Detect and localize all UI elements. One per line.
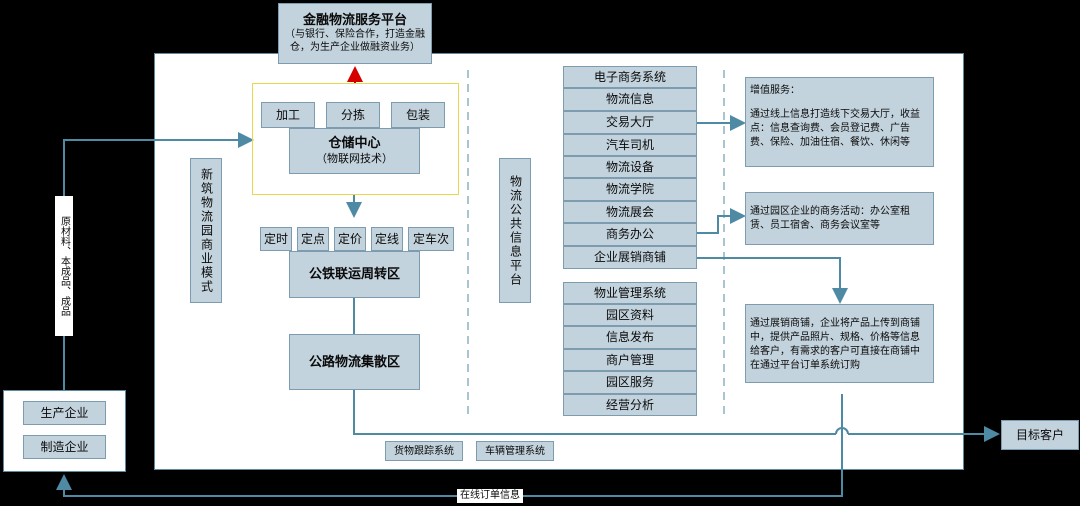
warehouse-op-sorting: 分拣 — [326, 102, 380, 128]
rail-tab-label: 定时 — [263, 231, 288, 246]
ecommerce-item-label: 物流展会 — [605, 204, 654, 219]
enterprise-label: 制造企业 — [40, 439, 89, 454]
rail-tab-label: 定线 — [374, 231, 399, 246]
order-info-label: 在线订单信息 — [457, 489, 523, 503]
ecommerce-item: 交易大厅 — [563, 111, 697, 134]
rail-tab-label: 定价 — [337, 231, 362, 246]
enterprise-label: 生产企业 — [40, 405, 89, 420]
ecommerce-item-label: 物流信息 — [605, 92, 654, 106]
tracking-label: 车辆管理系统 — [485, 445, 545, 457]
ecommerce-item: 物流信息 — [563, 88, 697, 111]
ecommerce-item: 汽车司机 — [563, 134, 697, 156]
ecommerce-item: 商务办公 — [563, 223, 697, 246]
rail-tab-point: 定点 — [297, 227, 329, 251]
warehouse-op-packing: 包装 — [391, 102, 445, 128]
materials-label: 原材料、本成品、成品 — [55, 196, 73, 336]
property-item-label: 园区资料 — [605, 307, 654, 322]
rail-hub-title: 公铁联运周转区 — [308, 267, 400, 282]
ecommerce-item-label: 物流学院 — [605, 182, 654, 196]
target-customer: 目标客户 — [1001, 420, 1079, 450]
property-item-label: 园区服务 — [605, 375, 654, 389]
warehouse-title: 仓储中心 — [328, 136, 381, 151]
op-label: 包装 — [405, 107, 430, 122]
value-added-note: 增值服务： 通过线上信息打造线下交易大厅，收益点：信息查询费、会员登记费、广告费… — [745, 77, 934, 167]
ecommerce-title: 电子商务系统 — [563, 66, 697, 88]
rail-tab-price: 定价 — [334, 227, 366, 251]
property-item: 商户管理 — [563, 349, 697, 371]
property-item: 园区资料 — [563, 304, 697, 326]
ecommerce-item: 物流展会 — [563, 201, 697, 223]
shop-note: 通过展销商铺，企业将产品上传到商铺中，提供产品照片、规格、价格等信息给客户，有需… — [745, 304, 934, 383]
rail-hub: 公铁联运周转区 — [289, 251, 420, 298]
ecommerce-item: 物流学院 — [563, 178, 697, 201]
property-item-label: 经营分析 — [605, 397, 654, 412]
property-title-text: 物业管理系统 — [593, 285, 666, 300]
property-item: 经营分析 — [563, 394, 697, 416]
vehicle-management-system: 车辆管理系统 — [476, 441, 554, 461]
value-added-text: 通过线上信息打造线下交易大厅，收益点：信息查询费、会员登记费、广告费、保险、加油… — [750, 109, 920, 148]
warehouse-center: 仓储中心 （物联网技术） — [289, 128, 420, 174]
warehouse-subtitle: （物联网技术） — [316, 152, 393, 165]
ecommerce-item-label: 商务办公 — [605, 227, 654, 241]
office-note-text: 通过园区企业的商务活动：办公室租赁、员工宿舍、商务会议室等 — [750, 206, 910, 231]
highway-hub-title: 公路物流集散区 — [308, 354, 400, 370]
cargo-tracking-system: 货物跟踪系统 — [385, 441, 463, 461]
financial-desc: （与银行、保险合作，打造金融仓，为生产企业做融资业务） — [285, 29, 425, 53]
rail-tab-label: 定车次 — [412, 231, 449, 246]
tracking-label: 货物跟踪系统 — [394, 445, 454, 457]
ecommerce-item-label: 交易大厅 — [605, 115, 654, 129]
ecommerce-item: 企业展销商铺 — [563, 246, 697, 269]
property-item: 信息发布 — [563, 326, 697, 349]
production-enterprise: 生产企业 — [23, 401, 106, 425]
manufacturing-enterprise: 制造企业 — [23, 435, 106, 459]
ecommerce-item-label: 汽车司机 — [605, 137, 654, 152]
public-platform-label: 物流公共信息平台 — [499, 158, 531, 303]
value-added-title: 增值服务： — [750, 85, 800, 96]
shop-note-text: 通过展销商铺，企业将产品上传到商铺中，提供产品照片、规格、价格等信息给客户，有需… — [750, 318, 920, 371]
financial-platform: 金融物流服务平台 （与银行、保险合作，打造金融仓，为生产企业做融资业务） — [278, 3, 432, 64]
ecommerce-item-label: 企业展销商铺 — [593, 250, 666, 264]
business-model-label: 新筑物流园商业模式 — [190, 158, 222, 303]
ecommerce-item: 物流设备 — [563, 156, 697, 178]
op-label: 分拣 — [340, 107, 365, 122]
highway-hub: 公路物流集散区 — [289, 334, 420, 390]
office-note: 通过园区企业的商务活动：办公室租赁、员工宿舍、商务会议室等 — [745, 192, 934, 245]
ecommerce-title-text: 电子商务系统 — [593, 69, 666, 84]
property-item-label: 商户管理 — [605, 352, 654, 367]
property-title: 物业管理系统 — [563, 282, 697, 304]
property-item-label: 信息发布 — [605, 330, 654, 344]
op-label: 加工 — [275, 107, 300, 122]
warehouse-zone — [252, 83, 459, 195]
rail-tab-line: 定线 — [371, 227, 403, 251]
warehouse-op-processing: 加工 — [261, 102, 315, 128]
rail-tab-label: 定点 — [300, 231, 325, 246]
property-item: 园区服务 — [563, 371, 697, 394]
ecommerce-item-label: 物流设备 — [605, 159, 654, 174]
financial-title: 金融物流服务平台 — [302, 13, 407, 28]
target-customer-label: 目标客户 — [1015, 427, 1064, 442]
rail-tab-trips: 定车次 — [408, 227, 454, 251]
rail-tab-time: 定时 — [260, 227, 292, 251]
